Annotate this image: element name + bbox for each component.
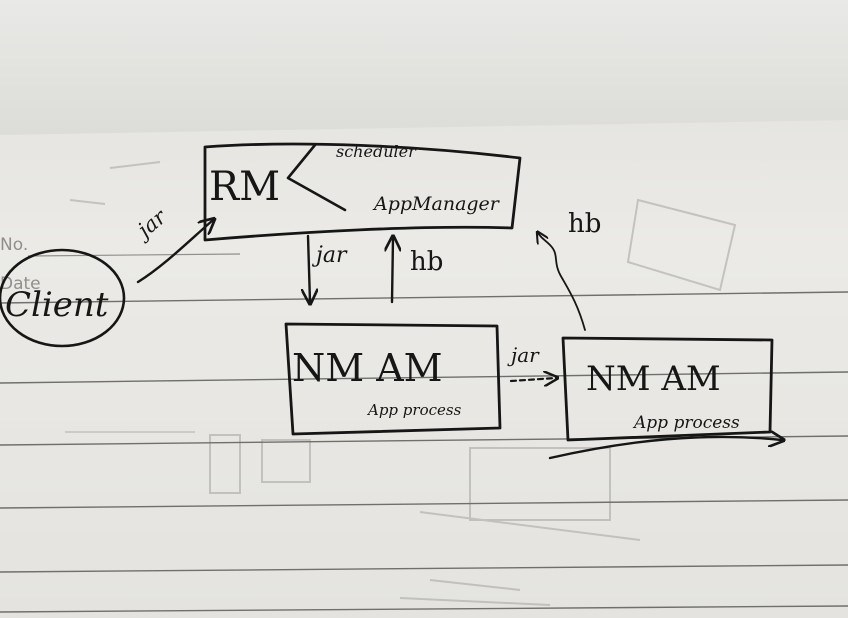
handwritten-labels: Client RM scheduler AppManager jar jar h… xyxy=(5,142,740,433)
heartbeat-up-label: hb xyxy=(410,247,443,277)
handwritten-diagram xyxy=(0,142,782,460)
right-underline-arrow xyxy=(548,437,782,460)
heartbeat-up-arrow xyxy=(392,238,393,304)
ruled-lines xyxy=(0,291,848,613)
rm-component-appmanager: AppManager xyxy=(372,193,501,215)
upper-page-area xyxy=(0,0,848,135)
rm-box xyxy=(203,142,522,242)
show-through-marks xyxy=(65,161,737,606)
node-to-node-label: jar xyxy=(507,343,540,367)
node-right-sub: App process xyxy=(632,413,740,433)
node-right-label: NM AM xyxy=(586,359,721,399)
rm-to-nm-arrow xyxy=(308,234,310,302)
heartbeat-right-label: hb xyxy=(568,209,601,239)
rm-to-nm-label: jar xyxy=(311,243,348,268)
rm-brace xyxy=(286,143,347,212)
printed-date-label: Date xyxy=(0,274,41,294)
node-left-label: NM AM xyxy=(292,346,443,390)
heartbeat-right-squiggle xyxy=(538,233,586,331)
client-to-rm-arrow xyxy=(136,220,213,284)
rm-label: RM xyxy=(209,164,280,210)
node-left-sub: App process xyxy=(366,401,462,419)
client-label: Client xyxy=(5,285,109,325)
rm-component-scheduler: scheduler xyxy=(336,142,417,161)
printed-no-label: No. xyxy=(0,235,28,255)
node-left-box xyxy=(284,322,502,436)
node-to-node-arrow xyxy=(509,378,556,381)
client-oval xyxy=(0,248,126,348)
